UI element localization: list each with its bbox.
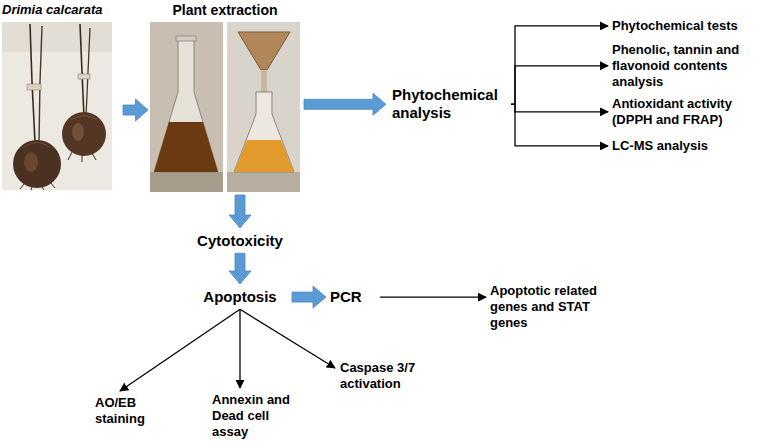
step-label: Phytochemical tests	[612, 18, 758, 34]
step-text: Phenolic, tannin and flavonoid contents …	[612, 42, 758, 90]
step-text: Apoptosis	[190, 288, 290, 306]
branch-arrow	[120, 309, 240, 391]
photo-panel: Drimia calcarata	[2, 2, 122, 190]
step-label: Apoptotic related genes and STAT genes	[490, 283, 598, 331]
panel-heading: Plant extraction	[150, 2, 300, 19]
branch-arrow	[511, 66, 608, 105]
branch-arrow	[511, 104, 608, 112]
step-text: Annexin and Dead cell assay	[212, 392, 308, 440]
step-label: LC-MS analysis	[612, 138, 758, 154]
branch-arrow	[239, 309, 240, 388]
step-label: Annexin and Dead cell assay	[212, 392, 308, 440]
flow-arrow	[304, 93, 386, 115]
branch-arrow	[511, 104, 608, 146]
flow-arrow	[292, 286, 326, 308]
step-label: Apoptosis	[190, 288, 290, 306]
step-label: Antioxidant activity (DPPH and FRAP)	[612, 96, 758, 128]
step-text: LC-MS analysis	[612, 138, 758, 154]
step-text: Phytochemical tests	[612, 18, 758, 34]
step-text: Cytotoxicity	[180, 232, 300, 250]
step-text: Antioxidant activity (DPPH and FRAP)	[612, 96, 758, 128]
branch-arrow	[511, 26, 608, 104]
step-text: Phytochemical analysis	[392, 86, 508, 123]
step-text: AO/EB staining	[95, 395, 175, 427]
step-label: PCR	[330, 288, 376, 306]
extraction-photo	[150, 22, 300, 192]
flow-arrow	[229, 195, 251, 228]
branch-arrow	[240, 309, 335, 368]
step-label: Cytotoxicity	[180, 232, 300, 250]
step-label: Phytochemical analysis	[392, 86, 508, 123]
step-text: PCR	[330, 288, 376, 306]
plant-photo	[2, 22, 112, 190]
step-label: Phenolic, tannin and flavonoid contents …	[612, 42, 758, 90]
flow-arrow	[123, 99, 148, 121]
branch-arrow	[380, 296, 486, 297]
step-label: Caspase 3/7 activation	[340, 360, 444, 392]
step-text: Apoptotic related genes and STAT genes	[490, 283, 598, 331]
photo-panel: Plant extraction	[150, 2, 300, 192]
step-label: AO/EB staining	[95, 395, 175, 427]
flow-arrow	[229, 253, 251, 284]
step-text: Caspase 3/7 activation	[340, 360, 444, 392]
panel-heading: Drimia calcarata	[2, 2, 122, 18]
